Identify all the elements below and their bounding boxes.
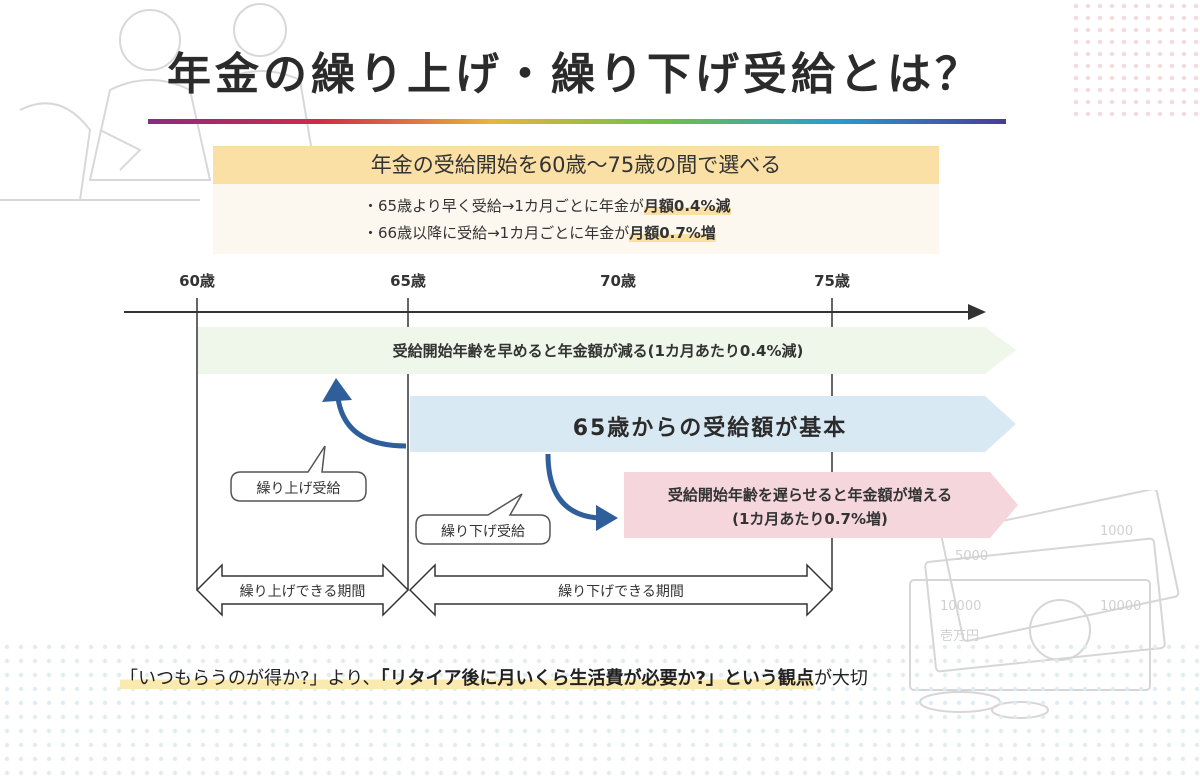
early-period-arrow — [195, 563, 410, 617]
late-period-label: 繰り下げできる期間 — [558, 584, 684, 600]
bullet-late-highlight: 月額0.7%増 — [629, 224, 716, 242]
early-band — [198, 327, 1016, 374]
late-arrow-head — [596, 505, 618, 531]
early-callout-bubble — [230, 445, 367, 502]
late-callout-bubble — [415, 493, 551, 545]
bullet-early-highlight: 月額0.4%減 — [643, 197, 731, 215]
bullet-late: ・66歳以降に受給→1カ月ごとに年金が月額0.7%増 — [363, 222, 716, 243]
age-label-60: 60歳 — [179, 272, 215, 290]
late-band — [624, 472, 1018, 538]
footer-part-1: 「いつもらうのが得か?」より、 — [120, 668, 381, 689]
age-label-70: 70歳 — [600, 272, 636, 290]
footer-part-3: が大切 — [813, 668, 868, 689]
late-period-arrow — [408, 563, 834, 617]
svg-text:10000: 10000 — [940, 599, 981, 614]
svg-text:1000: 1000 — [1100, 524, 1133, 539]
late-band-label-1: 受給開始年齢を遅らせると年金額が増える — [667, 486, 953, 504]
dot-pattern-bottom — [0, 640, 1200, 780]
age-label-65: 65歳 — [390, 272, 426, 290]
early-curved-arrow — [335, 397, 407, 449]
page-title: 年金の繰り上げ・繰り下げ受給とは？ — [167, 49, 983, 100]
bullet-late-text: ・66歳以降に受給→1カ月ごとに年金が — [363, 224, 630, 242]
late-band-label-2: (1カ月あたり0.7%増) — [732, 510, 888, 528]
svg-text:10000: 10000 — [1100, 599, 1141, 614]
late-curved-arrow — [545, 453, 599, 521]
people-illustration — [0, 3, 316, 201]
info-heading: 年金の受給開始を60歳〜75歳の間で選べる — [213, 146, 939, 184]
dot-pattern-top-right — [1070, 0, 1200, 120]
base-band — [410, 396, 1016, 452]
bullet-early-text: ・65歳より早く受給→1カ月ごとに年金が — [363, 197, 644, 215]
info-box: ・65歳より早く受給→1カ月ごとに年金が月額0.4%減 ・66歳以降に受給→1カ… — [213, 184, 939, 254]
early-band-label: 受給開始年齢を早めると年金額が減る(1カ月あたり0.4%減) — [392, 342, 804, 360]
title-underline — [148, 119, 1006, 124]
bullet-early: ・65歳より早く受給→1カ月ごとに年金が月額0.4%減 — [363, 195, 731, 216]
footer-part-2: 「リタイア後に月いくら生活費が必要か?」という観点 — [380, 668, 814, 689]
timeline-arrowhead — [968, 304, 986, 320]
footer-message: 「いつもらうのが得か?」より、「リタイア後に月いくら生活費が必要か?」という観点… — [120, 664, 868, 690]
early-arrow-head — [322, 378, 352, 402]
early-period-label: 繰り上げできる期間 — [239, 584, 366, 600]
age-label-75: 75歳 — [814, 272, 850, 290]
early-callout-text: 繰り上げ受給 — [256, 481, 341, 497]
late-callout-text: 繰り下げ受給 — [441, 524, 525, 540]
svg-text:5000: 5000 — [955, 549, 988, 564]
base-band-label: 65歳からの受給額が基本 — [572, 416, 848, 441]
